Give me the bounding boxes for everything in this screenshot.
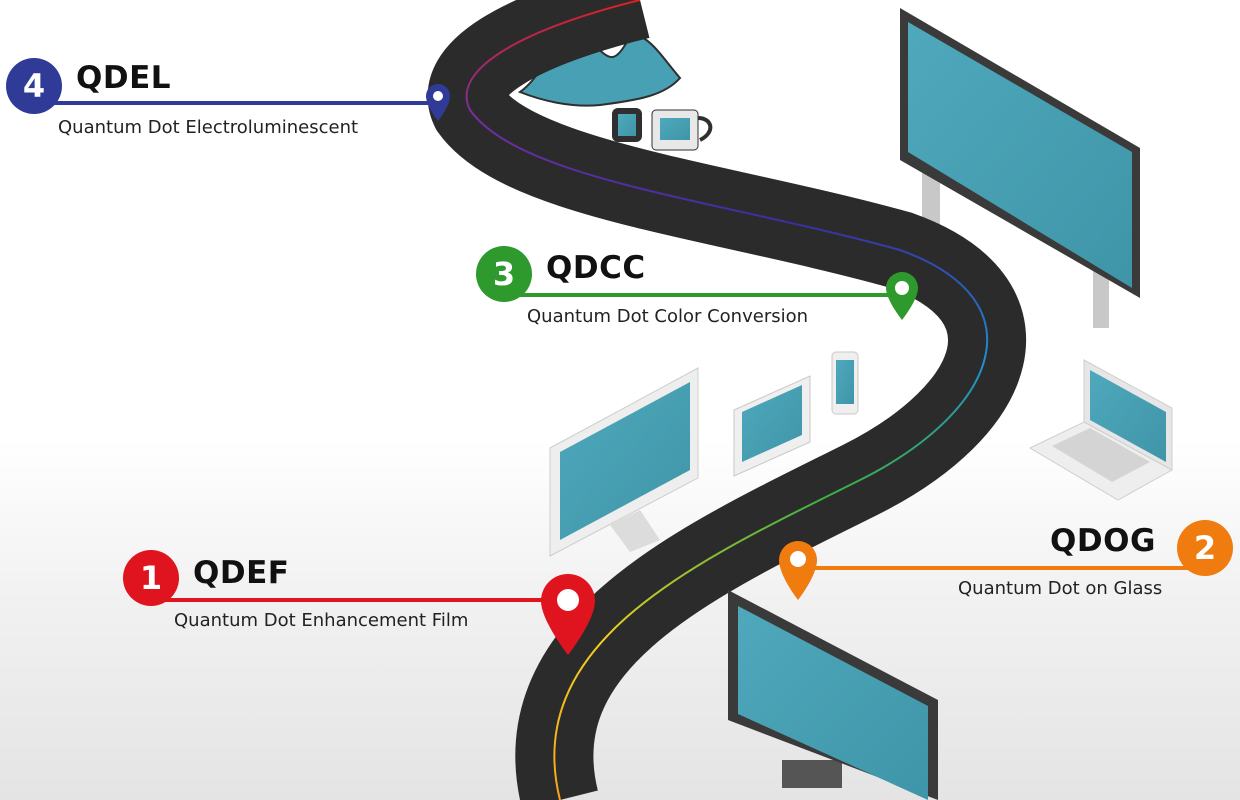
milestone-1-description: Quantum Dot Enhancement Film: [174, 610, 469, 631]
smartwatch: [612, 108, 642, 142]
milestone-2-badge: 2: [1177, 520, 1233, 576]
billboard-screen: [900, 8, 1140, 328]
milestone-3-code: QDCC: [546, 250, 646, 286]
milestone-4-description: Quantum Dot Electroluminescent: [58, 117, 359, 138]
milestone-2-code: QDOG: [1050, 523, 1156, 559]
tablet: [733, 375, 811, 477]
milestone-1-code: QDEF: [193, 555, 290, 591]
smartphone: [831, 351, 859, 415]
milestone-3-badge: 3: [476, 246, 532, 302]
desktop-monitor: [549, 367, 699, 557]
milestone-2-description: Quantum Dot on Glass: [958, 578, 1163, 599]
milestone-1-badge: 1: [123, 550, 179, 606]
tv-monitor: [728, 590, 938, 800]
vr-headset: [651, 109, 713, 151]
laptop: [1028, 359, 1174, 501]
milestone-4-code: QDEL: [76, 60, 172, 96]
milestone-4-connector: [40, 84, 450, 121]
milestone-2-connector: [779, 541, 1205, 600]
milestone-3-connector: [505, 272, 918, 320]
milestone-3-description: Quantum Dot Color Conversion: [527, 306, 809, 327]
milestone-1-connector: [150, 574, 595, 655]
milestone-4-badge: 4: [6, 58, 62, 114]
roadmap-road: [427, 0, 1026, 800]
